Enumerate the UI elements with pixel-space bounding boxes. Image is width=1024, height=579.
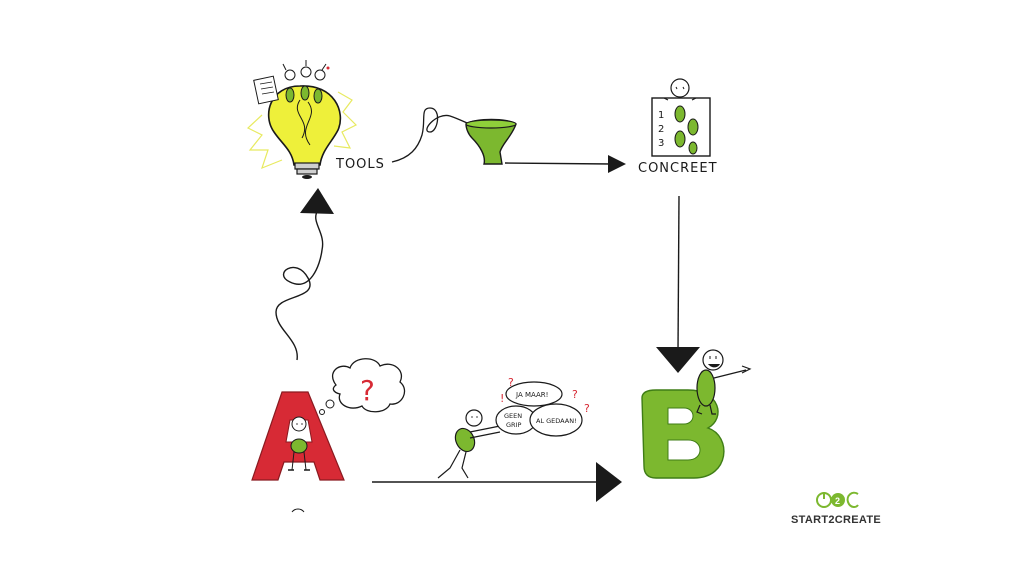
tools-label: TOOLS xyxy=(335,157,385,172)
arrow-to-concreet xyxy=(504,155,626,173)
bubble-ja-maar: JA MAAR! xyxy=(515,391,548,399)
letter-b xyxy=(641,389,725,479)
step-3: 3 xyxy=(658,138,664,149)
step-2: 2 xyxy=(658,124,664,135)
connector-curl xyxy=(391,107,481,163)
question-3: ? xyxy=(584,402,590,415)
letter-a xyxy=(251,391,345,481)
bubble-grip: GRIP xyxy=(506,421,521,429)
bubble-al-gedaan: AL GEDAAN! xyxy=(536,417,577,425)
arrow-to-b xyxy=(656,195,700,373)
bubble-geen: GEEN xyxy=(504,412,522,420)
thought-cloud: ? xyxy=(319,358,406,415)
funnel-icon xyxy=(465,118,517,165)
speech-bubbles: JA MAAR! GEEN GRIP AL GEDAAN! ! ? ? ? xyxy=(495,376,590,437)
arrow-a-to-b xyxy=(372,462,622,502)
lightbulb-icon xyxy=(246,60,358,179)
concreet-sheet: 1 2 3 xyxy=(651,78,711,157)
question-2: ? xyxy=(572,388,578,401)
question-mark: ? xyxy=(360,374,375,407)
exclamation-1: ! xyxy=(500,392,504,405)
brand-logo-icon: 2 xyxy=(816,491,859,508)
brand-name: START2CREATE xyxy=(791,514,881,526)
pointing-figure xyxy=(696,349,752,415)
small-mark xyxy=(291,508,305,513)
concreet-label: CONCREET xyxy=(638,161,718,176)
svg-text:2: 2 xyxy=(835,496,840,506)
step-1: 1 xyxy=(658,110,664,121)
arrow-to-tools xyxy=(275,188,334,361)
pushing-figure xyxy=(437,409,501,479)
question-1: ? xyxy=(508,376,514,389)
